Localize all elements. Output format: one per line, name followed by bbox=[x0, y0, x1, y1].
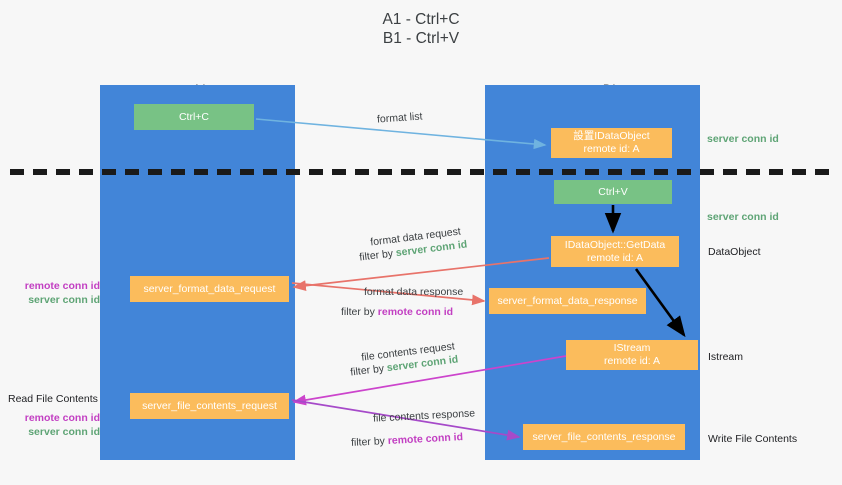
remote-conn-id-token: remote conn id bbox=[377, 306, 454, 318]
box-idataobject-line2: remote id: A bbox=[583, 143, 640, 155]
filter-prefix: filter by bbox=[349, 362, 388, 379]
annotation-istream: Istream bbox=[708, 351, 744, 363]
filter-prefix: filter by bbox=[341, 306, 378, 318]
box-idataobject-line1: 設置IDataObject bbox=[573, 130, 650, 142]
filter-prefix: filter by bbox=[350, 435, 389, 449]
box-idataobject-getdata[interactable]: IDataObject::GetData remote id: A bbox=[551, 236, 679, 267]
box-getdata-line1: IDataObject::GetData bbox=[564, 238, 666, 251]
box-ctrl-v-label: Ctrl+V bbox=[598, 185, 628, 198]
annotation-dataobject: DataObject bbox=[708, 246, 761, 258]
edge-label-format-data-response-filter: filter by remote conn id bbox=[341, 305, 453, 319]
box-server-file-contents-request[interactable]: server_file_contents_request bbox=[130, 393, 289, 419]
box-istream-line2: remote id: A bbox=[603, 355, 661, 367]
annotation-server-conn-id: server conn id bbox=[28, 294, 100, 306]
annotation-read-file-contents: Read File Contents bbox=[8, 393, 98, 405]
remote-conn-id-token: remote conn id bbox=[387, 431, 464, 447]
annotation-server-conn-id-top: server conn id bbox=[707, 133, 779, 145]
edge-label-file-contents-response-filter: filter by remote conn id bbox=[351, 430, 464, 450]
edge-label-format-data-response: format data response bbox=[364, 286, 464, 298]
box-ctrl-c-label: Ctrl+C bbox=[178, 110, 210, 123]
box-ctrl-c[interactable]: Ctrl+C bbox=[134, 104, 254, 130]
annotation-conn-ids-upper: remote conn id server conn id bbox=[8, 279, 100, 307]
annotation-conn-ids-lower: remote conn id server conn id bbox=[8, 411, 100, 439]
annotation-remote-conn-id: remote conn id bbox=[24, 280, 100, 292]
edge-label-format-list: format list bbox=[376, 110, 423, 126]
filter-prefix: filter by bbox=[358, 247, 397, 264]
edge-label-file-contents-response: file contents response bbox=[372, 407, 476, 425]
box-getdata-line2: remote id: A bbox=[586, 251, 644, 264]
box-server-format-data-response[interactable]: server_format_data_response bbox=[489, 288, 646, 314]
box-ctrl-v[interactable]: Ctrl+V bbox=[554, 180, 672, 204]
box-idataobject[interactable]: 設置IDataObject remote id: A bbox=[551, 128, 672, 158]
box-server-file-contents-response-label: server_file_contents_response bbox=[532, 430, 676, 443]
box-server-file-contents-response[interactable]: server_file_contents_response bbox=[523, 424, 685, 450]
annotation-server-conn-id: server conn id bbox=[28, 426, 100, 438]
box-server-format-data-response-label: server_format_data_response bbox=[497, 294, 638, 307]
annotation-write-file-contents: Write File Contents bbox=[708, 433, 798, 445]
annotation-remote-conn-id: remote conn id bbox=[24, 412, 100, 424]
box-server-format-data-request-label: server_format_data_request bbox=[143, 282, 276, 295]
annotation-server-conn-id-mid: server conn id bbox=[707, 211, 779, 223]
box-server-file-contents-request-label: server_file_contents_request bbox=[142, 399, 277, 412]
box-istream-line1: IStream bbox=[613, 342, 651, 354]
diagram-title: A1 - Ctrl+C B1 - Ctrl+V bbox=[382, 11, 460, 47]
box-istream[interactable]: IStream remote id: A bbox=[566, 340, 698, 370]
box-server-format-data-request[interactable]: server_format_data_request bbox=[130, 276, 289, 302]
